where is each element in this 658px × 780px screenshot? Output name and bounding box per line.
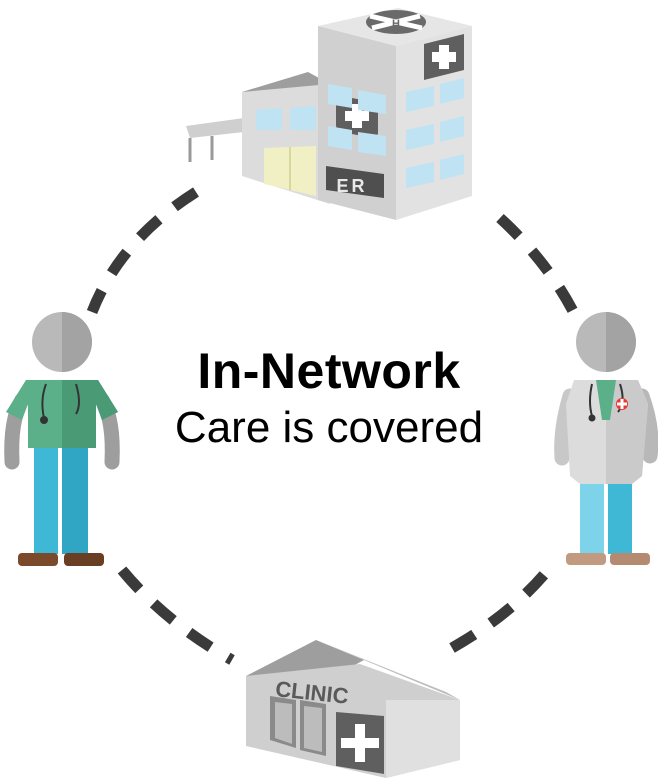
- ring-arc-bottom-right: [449, 561, 557, 653]
- ring-arc-top-left: [86, 187, 199, 314]
- er-sign-label: ER: [336, 176, 367, 196]
- hospital-awning: [186, 118, 244, 138]
- doctor-right-labcoat: [554, 312, 658, 565]
- hospital-building: H ER: [186, 8, 472, 220]
- ring-arc-top-right: [496, 213, 580, 318]
- page-subtitle: Care is covered: [174, 403, 484, 452]
- ring-arc-bottom-left: [117, 566, 235, 665]
- helipad-marker: H: [392, 18, 400, 30]
- clinic-cross-icon: [336, 712, 384, 774]
- cross-icon: [424, 34, 464, 80]
- clinic-building: CLINIC: [246, 640, 460, 778]
- doctor-left-scrubs: [4, 312, 120, 566]
- er-sign: [326, 166, 384, 198]
- page-title: In-Network: [197, 343, 461, 399]
- network-ring: [86, 187, 580, 665]
